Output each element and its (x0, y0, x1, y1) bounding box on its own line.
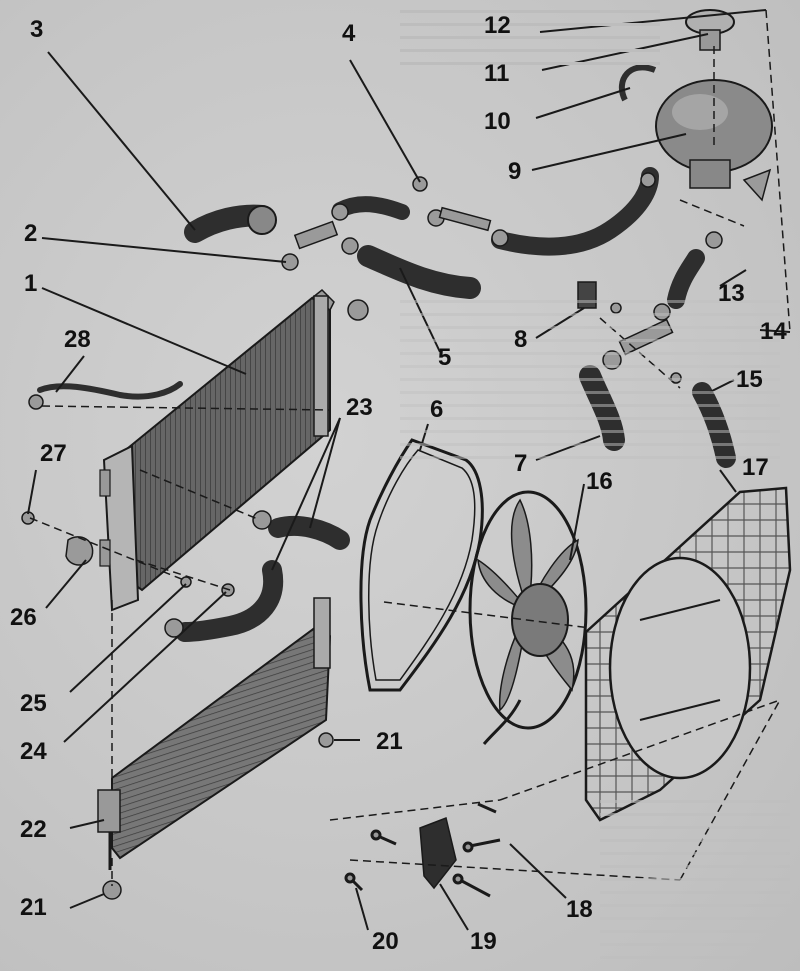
callout-26: 26 (10, 604, 37, 631)
callout-7: 7 (514, 450, 528, 477)
callout-28: 28 (64, 326, 91, 353)
callout-5: 5 (438, 344, 452, 371)
callout-22: 22 (20, 816, 47, 843)
callout-14: 14 (760, 318, 787, 345)
callout-3: 3 (30, 16, 44, 43)
callout-12: 12 (484, 12, 511, 39)
callout-20: 20 (372, 928, 399, 955)
background-page-texture (600, 800, 790, 960)
callout-10: 10 (484, 108, 511, 135)
fan-shroud-gasket (359, 438, 484, 692)
condenser (97, 597, 332, 870)
callout-24: 24 (20, 738, 47, 765)
callout-23: 23 (346, 394, 373, 421)
callout-27: 27 (40, 440, 67, 467)
background-page-texture (400, 300, 780, 460)
callout-19: 19 (470, 928, 497, 955)
callout-8: 8 (514, 326, 528, 353)
callout-18: 18 (566, 896, 593, 923)
callout-16: 16 (586, 468, 613, 495)
callout-15: 15 (736, 366, 763, 393)
cooling-fan (468, 490, 588, 745)
callout-6: 6 (430, 396, 444, 423)
callout-4: 4 (342, 20, 356, 47)
callout-2: 2 (24, 220, 38, 247)
callout-13: 13 (718, 280, 745, 307)
radiator (99, 288, 335, 612)
callout-21-lower: 21 (20, 894, 47, 921)
callout-21-upper: 21 (376, 728, 403, 755)
callout-25: 25 (20, 690, 47, 717)
callout-11: 11 (484, 60, 510, 87)
alignment-lines (29, 9, 791, 886)
background-page-texture (400, 10, 660, 70)
fan-frame (584, 486, 792, 822)
callout-1: 1 (24, 270, 38, 297)
callout-17: 17 (742, 454, 769, 481)
fan-resistor (344, 802, 501, 898)
callout-9: 9 (508, 158, 522, 185)
